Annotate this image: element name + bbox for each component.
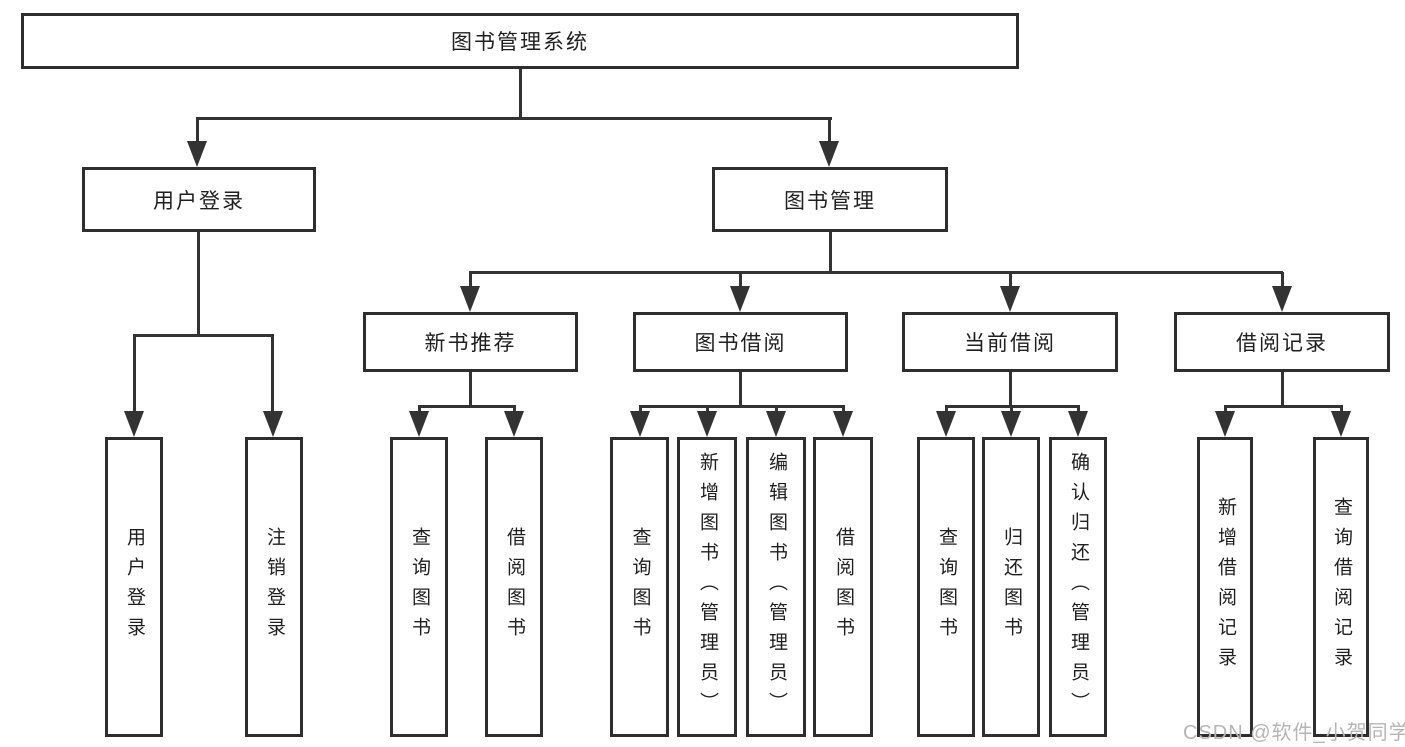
arrow-down-icon — [1272, 286, 1292, 312]
connector-line — [639, 406, 642, 414]
connector-line — [1009, 372, 1012, 406]
leaf-borrow-books-recommend: 借阅图书 — [485, 437, 543, 737]
connector-line — [1224, 405, 1343, 408]
arrow-down-icon — [409, 411, 429, 437]
node-book-management: 图书管理 — [712, 167, 948, 232]
connector-line — [775, 406, 778, 414]
connector-line — [1077, 406, 1080, 414]
connector-line — [829, 232, 832, 273]
connector-line — [842, 406, 845, 414]
connector-line — [513, 406, 516, 414]
connector-line — [1281, 272, 1284, 288]
arrow-down-icon — [1000, 286, 1020, 312]
connector-line — [418, 405, 516, 408]
connector-line — [133, 335, 136, 413]
connector-line — [418, 406, 421, 414]
connector-line — [706, 406, 709, 414]
connector-line — [639, 405, 845, 408]
node-current-borrow: 当前借阅 — [902, 312, 1118, 372]
node-book-borrow: 图书借阅 — [633, 312, 848, 372]
leaf-query-books-current: 查询图书 — [917, 437, 975, 737]
connector-line — [469, 271, 1283, 274]
connector-line — [469, 272, 472, 288]
leaf-borrow-books: 借阅图书 — [813, 437, 873, 737]
arrow-down-icon — [504, 411, 524, 437]
leaf-add-books-admin: 新增图书（管理员） — [677, 437, 737, 737]
connector-line — [828, 118, 831, 144]
connector-line — [271, 335, 274, 413]
leaf-confirm-return-admin: 确认归还（管理员） — [1049, 437, 1107, 737]
connector-line — [1340, 406, 1343, 414]
leaf-edit-books-admin: 编辑图书（管理员） — [746, 437, 806, 737]
arrow-down-icon — [1215, 411, 1235, 437]
arrow-down-icon — [124, 411, 144, 437]
leaf-add-borrow-record: 新增借阅记录 — [1197, 437, 1253, 737]
arrow-down-icon — [766, 411, 786, 437]
arrow-down-icon — [1068, 411, 1088, 437]
leaf-query-borrow-record: 查询借阅记录 — [1313, 437, 1369, 737]
connector-line — [196, 117, 832, 120]
connector-line — [133, 334, 274, 337]
connector-line — [945, 406, 948, 414]
arrow-down-icon — [819, 141, 839, 167]
node-user-login: 用户登录 — [82, 167, 316, 232]
arrow-down-icon — [263, 411, 283, 437]
node-borrow-records: 借阅记录 — [1174, 312, 1390, 372]
arrow-down-icon — [697, 411, 717, 437]
arrow-down-icon — [630, 411, 650, 437]
connector-line — [1281, 372, 1284, 406]
connector-line — [739, 372, 742, 406]
csdn-watermark: CSDN @软件_小贺同学 — [1183, 722, 1405, 744]
arrow-down-icon — [1001, 411, 1021, 437]
leaf-user-login: 用户登录 — [105, 437, 163, 737]
arrow-down-icon — [460, 286, 480, 312]
connector-line — [519, 69, 522, 118]
connector-line — [1010, 406, 1013, 414]
connector-line — [197, 232, 200, 335]
node-new-book-recommend: 新书推荐 — [363, 312, 578, 372]
arrow-down-icon — [833, 411, 853, 437]
leaf-query-books-borrow: 查询图书 — [610, 437, 669, 737]
node-root-library-system: 图书管理系统 — [21, 13, 1019, 69]
connector-line — [469, 372, 472, 406]
connector-line — [1009, 272, 1012, 288]
arrow-down-icon — [936, 411, 956, 437]
arrow-down-icon — [187, 141, 207, 167]
connector-line — [196, 118, 199, 144]
connector-line — [739, 272, 742, 288]
arrow-down-icon — [730, 286, 750, 312]
arrow-down-icon — [1331, 411, 1351, 437]
leaf-return-books: 归还图书 — [982, 437, 1040, 737]
leaf-logout: 注销登录 — [245, 437, 303, 737]
connector-line — [1224, 406, 1227, 414]
leaf-query-books-recommend: 查询图书 — [390, 437, 448, 737]
